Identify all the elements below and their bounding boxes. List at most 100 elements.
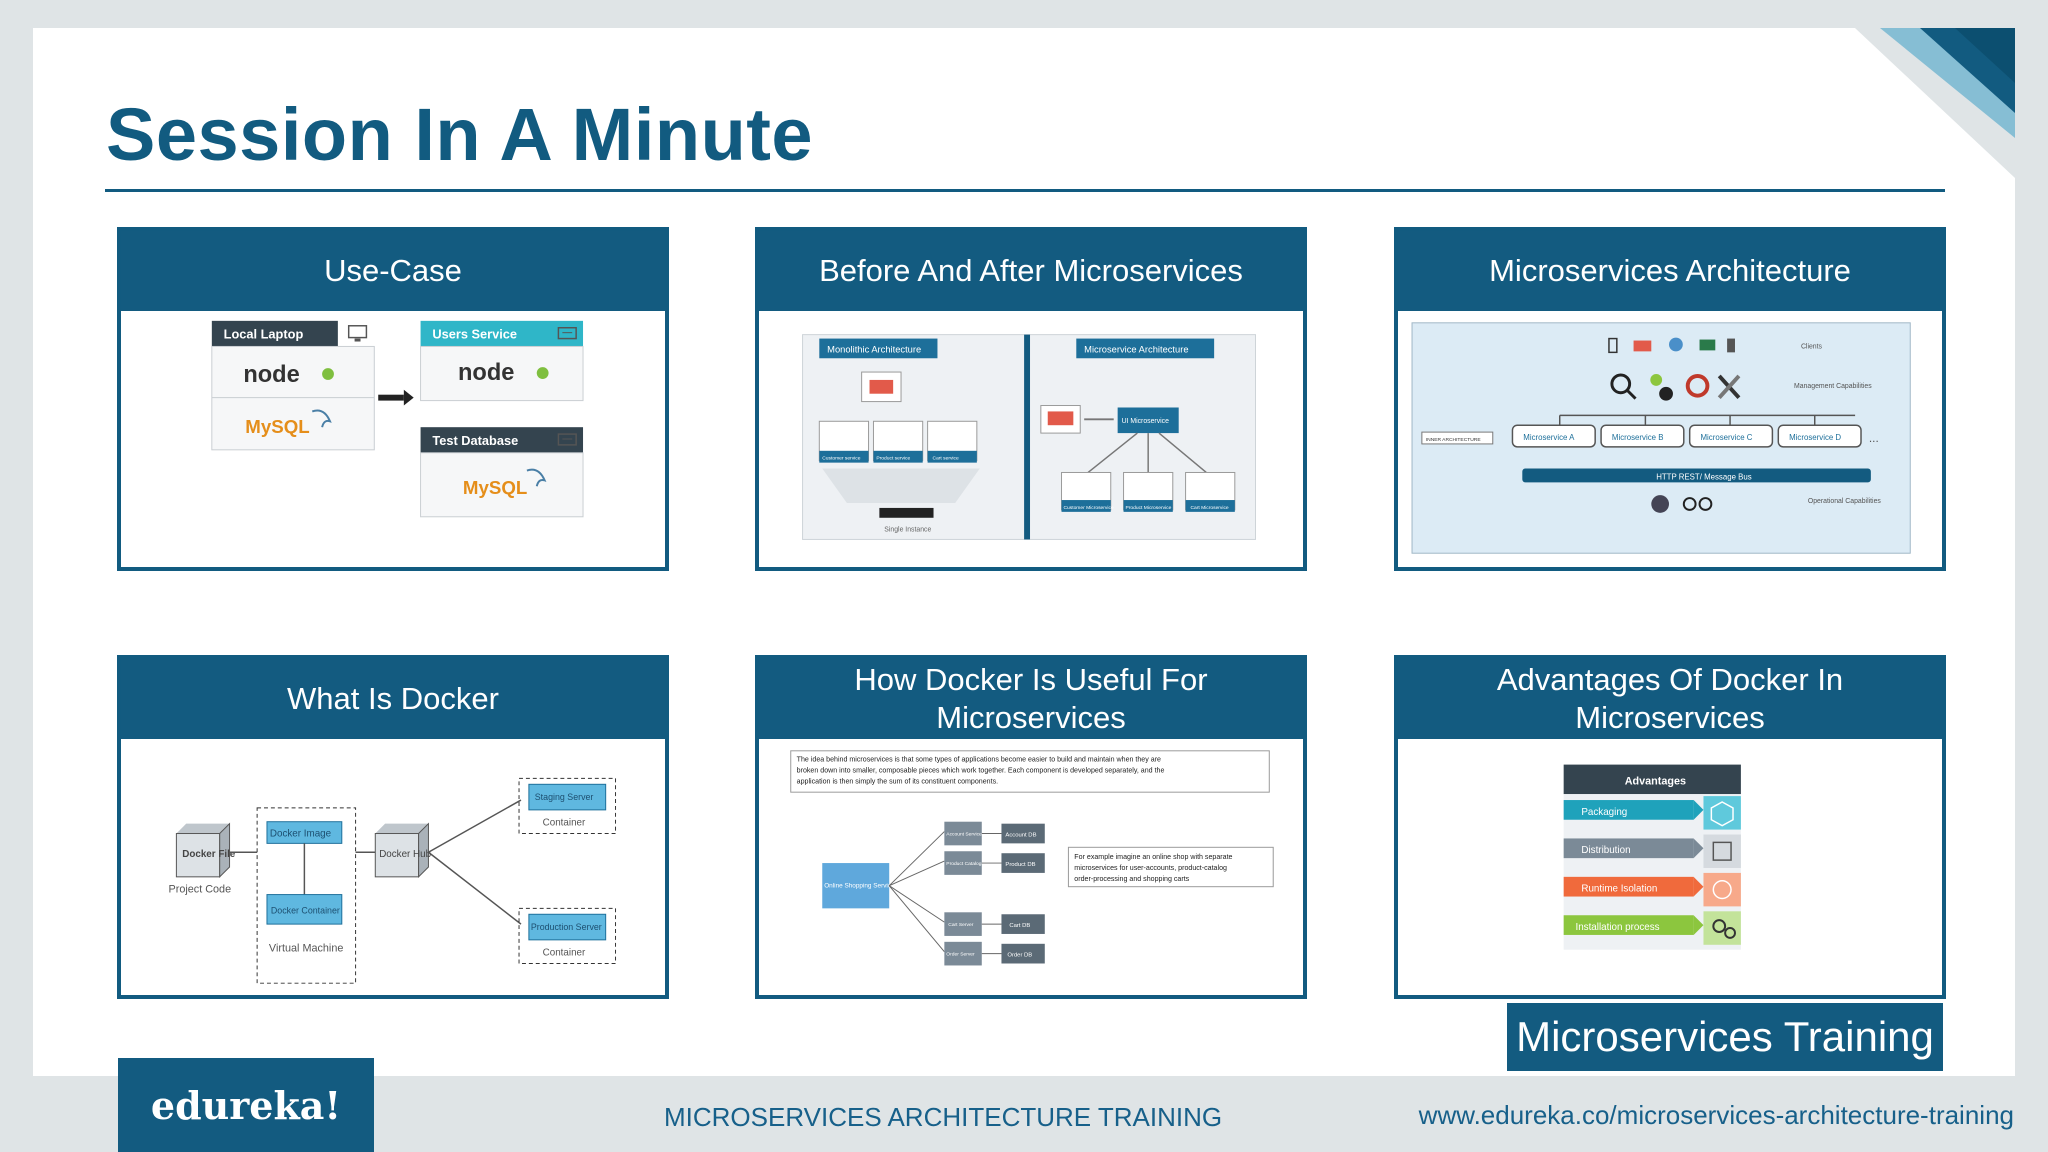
mysql-logo: MySQL bbox=[245, 416, 309, 437]
description-line-3: application is then simply the sum of it… bbox=[797, 777, 998, 785]
docker-diagram: Docker File Project Code Docker Image Do… bbox=[121, 739, 665, 995]
customer-service-label: Customer service bbox=[822, 456, 860, 462]
cart-db-label: Cart DB bbox=[1009, 923, 1030, 929]
card-heading: Microservices Architecture bbox=[1398, 231, 1942, 311]
card-docker-advantages[interactable]: Advantages Of Docker In Microservices Ad… bbox=[1394, 655, 1946, 999]
cart-service-label: Cart service bbox=[933, 456, 959, 462]
ui-microservice-label: UI Microservice bbox=[1122, 418, 1170, 425]
account-service-label: Account Service bbox=[946, 831, 982, 837]
description-line-1: The idea behind microservices is that so… bbox=[797, 756, 1161, 764]
order-db-label: Order DB bbox=[1007, 953, 1032, 959]
card-heading: Use-Case bbox=[121, 231, 665, 311]
arrow-icon bbox=[378, 389, 414, 406]
advantage-packaging: Packaging bbox=[1563, 796, 1741, 830]
microservice-c: Microservice C bbox=[1701, 433, 1753, 442]
advantages-title: Advantages bbox=[1625, 775, 1686, 787]
staging-server-label: Staging Server bbox=[535, 792, 594, 802]
microservice-label: Microservice Architecture bbox=[1084, 344, 1188, 354]
slide: Session In A Minute Use-Case Local Lapto… bbox=[33, 28, 2015, 1076]
advantage-label: Packaging bbox=[1581, 807, 1627, 818]
more-ellipsis: ... bbox=[1869, 431, 1879, 445]
card-use-case[interactable]: Use-Case Local Laptop node MySQL Users S… bbox=[117, 227, 669, 571]
mysql-logo: MySQL bbox=[463, 477, 527, 498]
title-divider bbox=[105, 189, 1945, 192]
footer-url-link[interactable]: www.edureka.co/microservices-architectur… bbox=[1418, 1100, 2014, 1130]
docker-container-label: Docker Container bbox=[271, 905, 340, 915]
use-case-diagram: Local Laptop node MySQL Users Service no… bbox=[121, 311, 665, 567]
advantage-label: Distribution bbox=[1581, 845, 1630, 856]
microservice-b: Microservice B bbox=[1612, 433, 1664, 442]
production-server-label: Production Server bbox=[531, 922, 602, 932]
description-line-2: broken down into smaller, composable pie… bbox=[797, 766, 1165, 774]
online-shopping-label: Online Shopping Service bbox=[824, 883, 895, 890]
corner-decoration bbox=[1855, 28, 2015, 178]
product-db-label: Product DB bbox=[1005, 862, 1035, 868]
slide-title: Session In A Minute bbox=[106, 93, 814, 176]
account-db-label: Account DB bbox=[1005, 832, 1036, 838]
management-label: Management Capabilities bbox=[1794, 383, 1872, 390]
card-heading: How Docker Is Useful For Microservices bbox=[759, 659, 1303, 739]
example-line-1: For example imagine an online shop with … bbox=[1074, 853, 1232, 861]
card-heading: Before And After Microservices bbox=[759, 231, 1303, 311]
advantage-runtime-isolation: Runtime Isolation bbox=[1563, 872, 1741, 907]
operational-icons bbox=[1651, 495, 1713, 513]
message-bus-label: HTTP REST/ Message Bus bbox=[1656, 472, 1752, 481]
node-logo: node bbox=[458, 360, 514, 386]
cart-server-label: Cart Server bbox=[948, 922, 973, 928]
advantage-distribution: Distribution bbox=[1563, 834, 1741, 868]
management-icons bbox=[1610, 373, 1741, 401]
product-service-label: Product service bbox=[876, 456, 910, 462]
docker-useful-diagram: The idea behind microservices is that so… bbox=[759, 739, 1303, 995]
cube-icon bbox=[1710, 801, 1734, 827]
docker-hub-label: Docker Hub bbox=[379, 849, 431, 860]
docker-hub-cube bbox=[374, 822, 429, 879]
gear-icon bbox=[1712, 919, 1727, 933]
example-line-2: microservices for user-accounts, product… bbox=[1074, 864, 1227, 872]
docker-file-cube bbox=[175, 822, 231, 879]
docker-image-label: Docker Image bbox=[270, 828, 332, 839]
product-catalog-label: Product Catalog bbox=[946, 861, 981, 867]
advantage-label: Runtime Isolation bbox=[1581, 884, 1657, 895]
server-icon bbox=[557, 433, 577, 446]
advantages-diagram: Advantages Packaging Distribution bbox=[1398, 739, 1942, 995]
project-code-label: Project Code bbox=[169, 884, 232, 896]
footer-course-name: MICROSERVICES ARCHITECTURE TRAINING bbox=[664, 1102, 1223, 1132]
training-badge: Microservices Training bbox=[1507, 1003, 1943, 1071]
inner-architecture-label: INNER ARCHITECTURE bbox=[1426, 437, 1482, 443]
virtual-machine-label: Virtual Machine bbox=[269, 943, 343, 955]
container-label: Container bbox=[543, 948, 586, 959]
container-label: Container bbox=[543, 818, 586, 829]
monolithic-label: Monolithic Architecture bbox=[827, 344, 921, 354]
card-what-is-docker[interactable]: What Is Docker Docker File Project Code … bbox=[117, 655, 669, 999]
advantage-label: Installation process bbox=[1575, 922, 1659, 933]
architecture-diagram: Clients Management Capabilities INN bbox=[1398, 311, 1942, 567]
card-docker-useful[interactable]: How Docker Is Useful For Microservices T… bbox=[755, 655, 1307, 999]
network-icon bbox=[1712, 841, 1732, 861]
clock-icon bbox=[1712, 880, 1732, 900]
card-heading: Advantages Of Docker In Microservices bbox=[1398, 659, 1942, 739]
before-after-diagram: Monolithic Architecture Microservice Arc… bbox=[759, 311, 1303, 567]
server-icon bbox=[557, 327, 577, 340]
customer-ms-label: Customer Microservice bbox=[1063, 505, 1113, 511]
operational-label: Operational Capabilities bbox=[1808, 498, 1882, 505]
docker-file-label: Docker File bbox=[182, 849, 236, 860]
card-before-after[interactable]: Before And After Microservices Monolithi… bbox=[755, 227, 1307, 571]
client-icons bbox=[1608, 337, 1735, 354]
microservice-a: Microservice A bbox=[1523, 433, 1575, 442]
edureka-logo[interactable]: edureka! bbox=[118, 1058, 374, 1152]
product-ms-label: Product Microservice bbox=[1126, 505, 1172, 511]
card-heading: What Is Docker bbox=[121, 659, 665, 739]
microservice-d: Microservice D bbox=[1789, 433, 1841, 442]
advantage-installation: Installation process bbox=[1563, 911, 1741, 945]
monitor-icon bbox=[347, 325, 368, 342]
card-microservices-architecture[interactable]: Microservices Architecture Clients bbox=[1394, 227, 1946, 571]
order-server-label: Order Server bbox=[946, 952, 975, 958]
single-instance-label: Single Instance bbox=[884, 527, 931, 534]
gear-icon bbox=[1724, 927, 1736, 939]
cart-ms-label: Cart Microservice bbox=[1191, 505, 1229, 511]
example-line-3: order-processing and shopping carts bbox=[1074, 875, 1189, 883]
local-laptop-label: Local Laptop bbox=[224, 327, 304, 342]
users-service-label: Users Service bbox=[432, 327, 517, 342]
test-database-label: Test Database bbox=[432, 433, 518, 448]
clients-label: Clients bbox=[1801, 343, 1823, 350]
